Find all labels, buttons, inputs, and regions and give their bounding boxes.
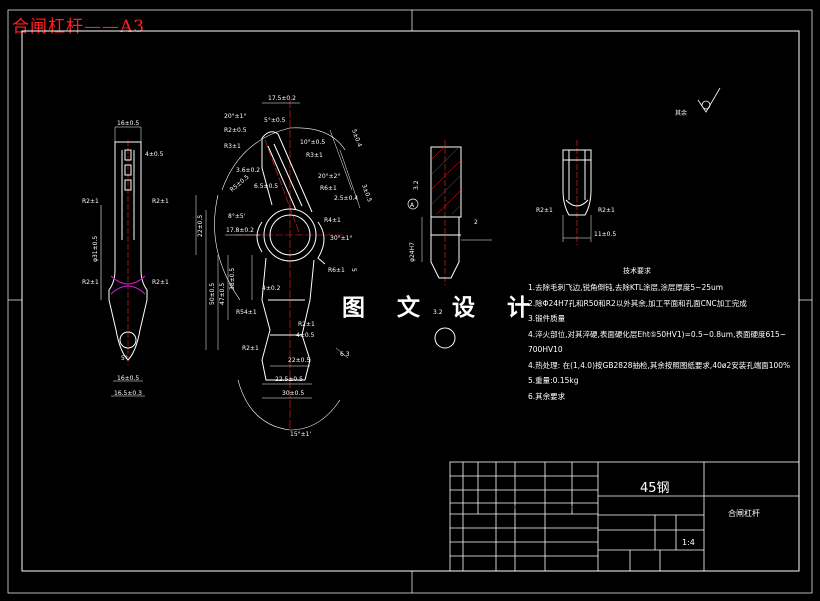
roughness-note: 其余 xyxy=(675,109,687,117)
inner-frame xyxy=(21,30,800,572)
title-block-label: 共 xyxy=(603,558,608,565)
dim-label: R3±1 xyxy=(224,143,241,150)
title-block-scale: 1:4 xyxy=(682,538,695,547)
left-side-view xyxy=(100,126,148,397)
dim-label: 3.2 xyxy=(433,309,443,316)
dim-label: 38±0.5 xyxy=(229,268,236,290)
dim-label: 20°±2° xyxy=(318,173,340,180)
dim-label: 17.5±0.2 xyxy=(268,95,296,102)
dim-label: R2±1 xyxy=(152,198,169,205)
title-block-material: 45钢 xyxy=(640,481,670,496)
list-item: 4.淬火部位,对其淬硬,表面硬化层Eht⑤50HV1)=0.5~0.8um,表面… xyxy=(528,329,787,339)
outer-frame xyxy=(7,9,813,594)
title-block-label: 标记 xyxy=(452,505,462,512)
dim-label: 5 xyxy=(350,268,357,272)
dim-label: R4±1 xyxy=(324,217,341,224)
dim-label: 30±0.5 xyxy=(282,390,304,397)
title-block-label: 签名 xyxy=(525,505,535,512)
dim-label: R2±1 xyxy=(82,279,99,286)
dim-label: R3±1 xyxy=(306,152,323,159)
dim-label: 50±0.5 xyxy=(209,283,216,305)
dim-label: 17.8±0.2 xyxy=(226,227,254,234)
list-item: 1.去除毛刺飞边,锐角倒钝,去除KTL涂层,涂层厚度5~25um xyxy=(528,283,724,292)
dim-label: 5±0.4 xyxy=(350,128,363,148)
list-item: 6.其余要求 xyxy=(528,391,566,401)
dim-label: R5±0.5 xyxy=(229,174,251,194)
dim-label: φ31±0.5 xyxy=(92,236,99,262)
title-block-label: 设计 xyxy=(452,519,462,526)
dim-label: 10°±0.5 xyxy=(300,139,325,146)
roughness-symbol: 其余 xyxy=(675,87,721,117)
title-block xyxy=(449,461,800,572)
main-view xyxy=(195,100,361,431)
section-a-view xyxy=(407,140,492,349)
title-block-label: 张 xyxy=(683,558,688,565)
dim-label: φ24H7 xyxy=(409,242,416,262)
dim-label: 4±0.2 xyxy=(262,285,281,292)
title-block-label: 比例 xyxy=(680,521,690,528)
title-block-label: 批准 xyxy=(517,561,527,568)
list-item: 3.锻件质量 xyxy=(528,314,566,323)
dim-label: R2±1 xyxy=(152,279,169,286)
dim-label: 22±0.5 xyxy=(197,215,204,237)
dim-label: 30°±1° xyxy=(330,235,352,242)
list-item: 5.重量:0.15kg xyxy=(528,376,579,385)
list-item: 2.除Φ24H7孔和R50和R2以外其余,加工平面和孔面CNC加工完成 xyxy=(528,298,747,308)
title-block-label: 审核 xyxy=(452,547,462,554)
title-block-label: 重量 xyxy=(658,521,668,528)
watermark: 图 文 设 计 xyxy=(342,295,543,321)
dim-label: 3.2 xyxy=(413,180,420,190)
dim-label: R6±1 xyxy=(328,267,345,274)
dim-label: 4±0.5 xyxy=(296,332,315,339)
title-block-label: 更改文件号 xyxy=(498,505,523,512)
dim-label: 8°±5' xyxy=(228,213,246,220)
dim-label: 47±0.5 xyxy=(219,283,226,305)
dim-label: 22.5±0.5 xyxy=(275,376,303,383)
dim-label: 15°±1' xyxy=(290,431,311,438)
dim-label: 5° xyxy=(121,355,128,362)
title-block-part-name: 合闸杠杆 xyxy=(728,509,760,518)
list-item: 700HV10 xyxy=(528,345,563,354)
dim-label: 22±0.5 xyxy=(288,357,310,364)
title-block-label: 处数 xyxy=(465,505,475,512)
dim-label: R2±1 xyxy=(82,198,99,205)
title-block-label: 第 xyxy=(640,558,645,565)
dim-label: R2±1 xyxy=(598,207,615,214)
drawing-title: 合闸杠杆——A3 xyxy=(12,17,146,37)
dim-label: R6±1 xyxy=(320,185,337,192)
dim-label: 5°±0.5 xyxy=(264,117,286,124)
title-block-label: 工艺 xyxy=(452,562,462,568)
title-block-label: 阶段标记 xyxy=(604,521,624,528)
dim-label: 2 xyxy=(474,219,478,226)
dim-label: 6.3 xyxy=(340,351,350,358)
dim-label: 2.5±0.4 xyxy=(334,195,358,202)
dim-label: 16±0.5 xyxy=(117,120,139,127)
technical-requirements-list: 1.去除毛刺飞边,锐角倒钝,去除KTL涂层,涂层厚度5~25um 2.除Φ24H… xyxy=(528,280,790,404)
dim-label: R2±1 xyxy=(242,345,259,352)
title-block-label: 年、月、日 xyxy=(550,505,575,512)
dim-label: 20°±1° xyxy=(224,113,246,120)
dim-label: R2±1 xyxy=(536,207,553,214)
title-block-label: 分区 xyxy=(482,505,492,512)
dim-label: R2±0.5 xyxy=(224,127,247,134)
section-label: A xyxy=(410,202,415,209)
dim-label: 3±0.5 xyxy=(360,183,373,203)
dim-label: 4±0.5 xyxy=(145,151,164,158)
right-detail-view xyxy=(562,140,592,245)
list-item: 4.热处理: 在(1,4.0)按GB2828抽检,其余按照图纸要求,40ø2安装… xyxy=(528,360,791,370)
dim-label: R2±1 xyxy=(298,321,315,328)
title-block-label: 张 xyxy=(620,558,625,565)
dim-label: 3.6±0.2 xyxy=(236,167,260,174)
title-block-label: 标准化 xyxy=(517,519,532,526)
dim-label: 6.5±0.5 xyxy=(254,183,278,190)
dim-label: 16.5±0.3 xyxy=(114,390,142,397)
dim-label: R54±1 xyxy=(236,309,257,316)
technical-requirements-heading: 技术要求 xyxy=(623,267,651,275)
dim-label: 16±0.5 xyxy=(117,375,139,382)
dim-label: 11±0.5 xyxy=(594,231,616,238)
